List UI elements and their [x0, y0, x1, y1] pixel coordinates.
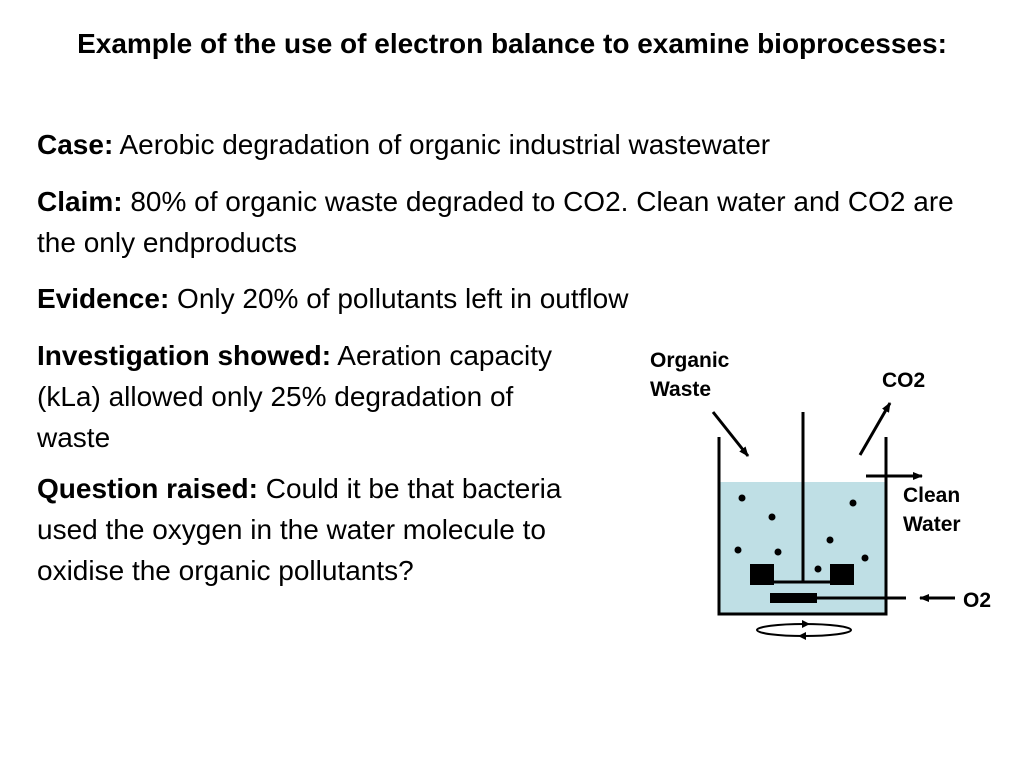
sparger — [770, 593, 817, 603]
evidence-text: Only 20% of pollutants left in outflow — [169, 283, 629, 314]
investigation-label: Investigation showed: — [37, 340, 332, 371]
o2-label: O2 — [963, 589, 992, 612]
evidence-paragraph: Evidence: Only 20% of pollutants left in… — [37, 278, 997, 319]
investigation-text: Aeration capacity (kLa) allowed only 25%… — [37, 340, 553, 453]
claim-text: 80% of organic waste degraded to CO2. Cl… — [37, 186, 954, 258]
investigation-paragraph: Investigation showed: Aeration capacity … — [37, 335, 567, 458]
clean-water-label: Clean Water — [903, 484, 961, 536]
bacterium-dot — [826, 536, 834, 544]
impeller-blade-right — [830, 564, 854, 585]
bacterium-dot — [738, 494, 746, 502]
question-text: Could it be that bacteria used the oxyge… — [37, 473, 562, 586]
bacterium-dot — [849, 499, 857, 507]
case-text: Aerobic degradation of organic industria… — [113, 129, 771, 160]
rotation-arrow-icon — [798, 632, 806, 640]
case-label: Case: — [37, 129, 114, 160]
impeller-blade-left — [750, 564, 774, 585]
bacterium-dot — [861, 554, 869, 562]
bacteria-dots — [734, 494, 869, 573]
claim-label: Claim: — [37, 186, 123, 217]
organic-waste-label: Organic Waste — [650, 349, 730, 401]
bacterium-dot — [734, 546, 742, 554]
co2-arrow — [858, 402, 892, 456]
reactor-vessel — [717, 437, 888, 616]
slide-title: Example of the use of electron balance t… — [77, 28, 947, 59]
rotation-arrow-icon — [802, 620, 810, 628]
question-label: Question raised: — [37, 473, 258, 504]
organic-waste-arrow — [711, 411, 750, 457]
question-paragraph: Question raised: Could it be that bacter… — [37, 468, 567, 591]
bacterium-dot — [814, 565, 822, 573]
case-paragraph: Case: Aerobic degradation of organic ind… — [37, 124, 997, 165]
claim-paragraph: Claim: 80% of organic waste degraded to … — [37, 181, 997, 263]
bacterium-dot — [768, 513, 776, 521]
bacterium-dot — [774, 548, 782, 556]
co2-label: CO2 — [882, 369, 926, 392]
evidence-label: Evidence: — [37, 283, 170, 314]
